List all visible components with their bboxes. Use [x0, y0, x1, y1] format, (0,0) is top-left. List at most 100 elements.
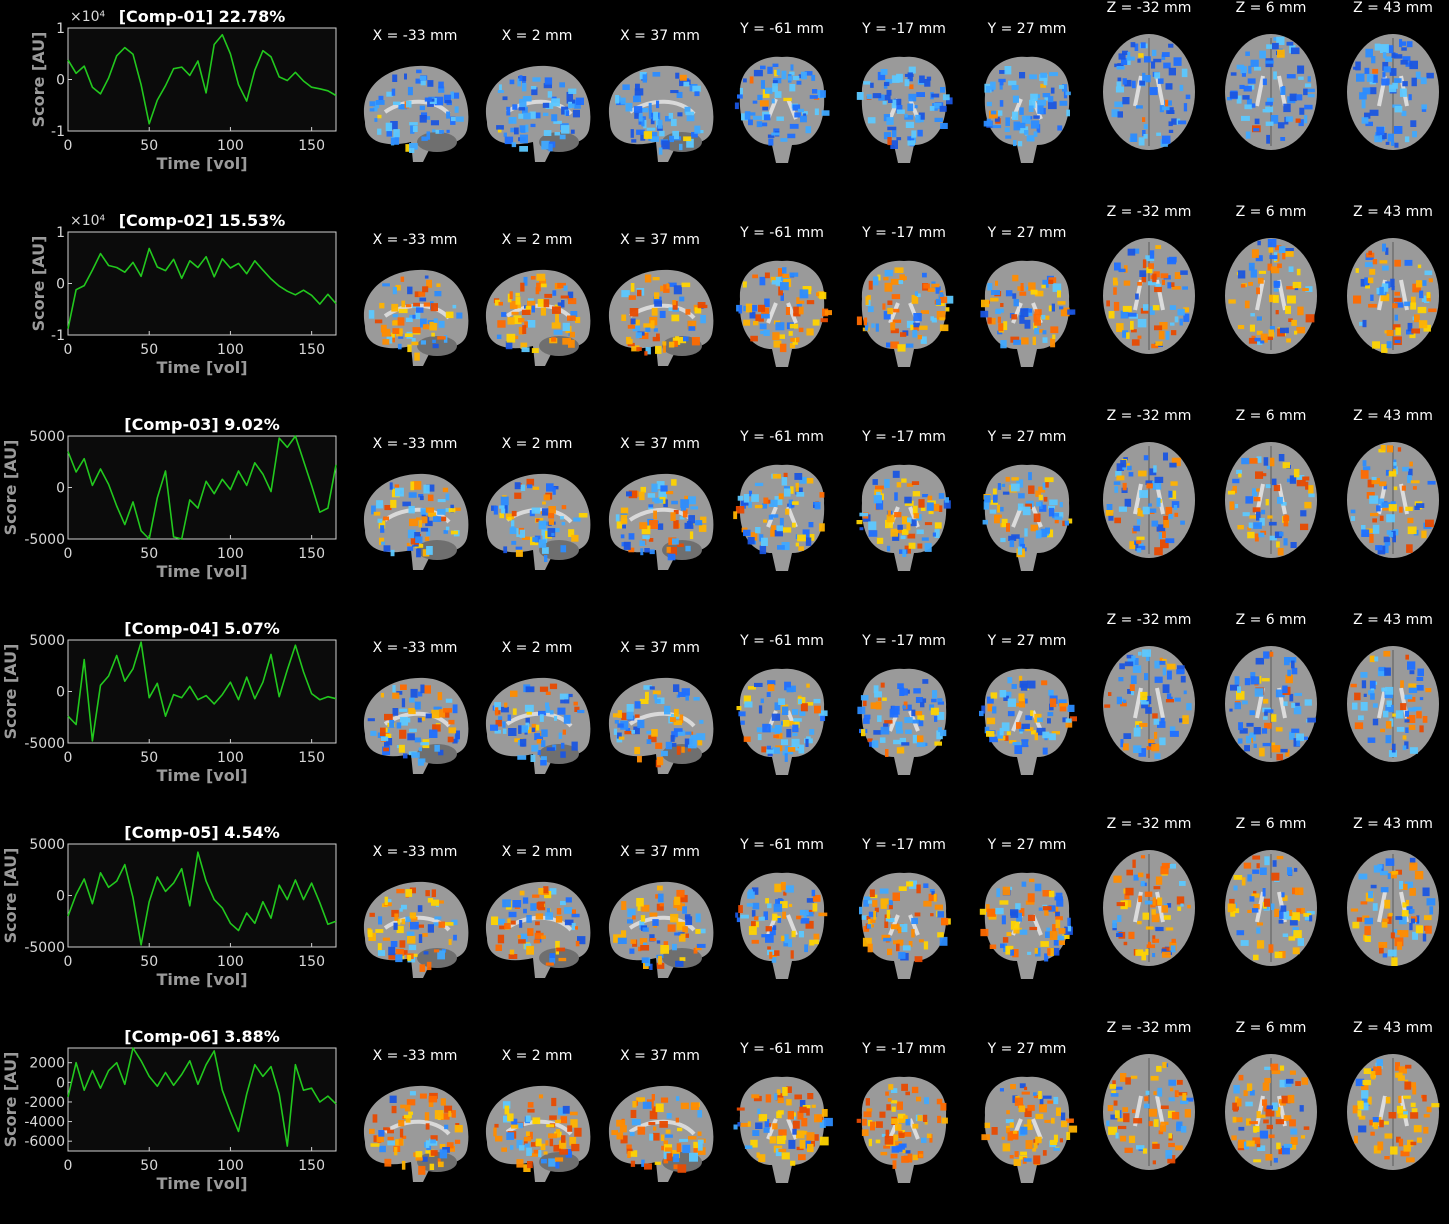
plot-axes-box [67, 639, 337, 744]
slice-coordinate-label: Y = 27 mm [987, 225, 1067, 241]
brain-slice-image [608, 1085, 714, 1182]
slice-coordinate-label: Z = 43 mm [1353, 612, 1433, 628]
component-title: [Comp-03] 9.02% [124, 415, 279, 434]
slice-coordinate-label: Z = -32 mm [1106, 612, 1192, 628]
brain-slice: X = 2 mm [476, 612, 598, 816]
x-tick-label: 0 [64, 1158, 73, 1174]
y-axis-label: Score [AU] [29, 32, 48, 128]
x-tick-label: 100 [217, 546, 244, 562]
brain-slice: X = 37 mm [599, 1020, 721, 1224]
slice-coordinate-label: Z = -32 mm [1106, 204, 1192, 220]
brain-slice: Y = -61 mm [721, 204, 843, 408]
brain-slice-image [734, 56, 830, 163]
brain-slice-image [363, 269, 469, 366]
brain-slice: Y = -61 mm [721, 408, 843, 612]
brain-slice: X = 2 mm [476, 408, 598, 612]
brain-slice: Z = 6 mm [1210, 408, 1332, 612]
brain-slice: Y = -17 mm [843, 816, 965, 1020]
slice-coordinate-label: Z = 43 mm [1353, 408, 1433, 424]
brain-slice-image [608, 473, 714, 570]
y-tick-label: 1 [56, 225, 65, 241]
slice-coordinate-label: Y = 27 mm [987, 429, 1067, 445]
brain-slice: X = 37 mm [599, 408, 721, 612]
x-axis-label: Time [vol] [156, 1174, 247, 1193]
brain-slice-image [1347, 34, 1439, 150]
brain-slice: X = -33 mm [354, 612, 476, 816]
slice-coordinate-label: Y = 27 mm [987, 21, 1067, 37]
slice-coordinate-label: Y = -17 mm [862, 21, 946, 37]
brain-slice-image [735, 872, 828, 979]
slice-coordinate-label: Y = -17 mm [862, 633, 946, 649]
brain-slice: Y = -17 mm [843, 408, 965, 612]
x-axis-label: Time [vol] [156, 970, 247, 989]
slice-coordinate-label: X = 37 mm [620, 1048, 700, 1064]
slice-coordinate-label: X = 2 mm [501, 844, 573, 860]
brain-slice: Z = 43 mm [1332, 408, 1449, 612]
plot-axes-box [67, 843, 337, 948]
brain-slice: Y = -17 mm [843, 1020, 965, 1224]
x-tick-label: 50 [140, 546, 158, 562]
brain-slice-image [1225, 238, 1317, 354]
y-tick-label: -6000 [24, 1134, 65, 1150]
x-tick-label: 150 [298, 954, 325, 970]
brain-slice: Y = -17 mm [843, 204, 965, 408]
x-tick-label: 0 [64, 750, 73, 766]
brain-slice-image [979, 872, 1073, 979]
brain-slice-image [363, 65, 469, 162]
slice-coordinate-label: Y = 27 mm [987, 633, 1067, 649]
brain-slice-image [1347, 850, 1439, 966]
y-exponent-label: ×10⁴ [70, 9, 106, 25]
brain-slice-image [608, 65, 714, 162]
y-axis-label: Score [AU] [29, 236, 48, 332]
brain-slice-image [856, 464, 951, 571]
y-tick-label: 0 [56, 481, 65, 497]
brain-slice: X = 37 mm [599, 816, 721, 1020]
brain-slice-image [608, 881, 714, 978]
brain-slice-image [1225, 442, 1317, 558]
x-axis-label: Time [vol] [156, 358, 247, 377]
slice-coordinate-label: X = 37 mm [620, 232, 700, 248]
brain-slice-image [1225, 34, 1317, 150]
brain-slice: Y = -17 mm [843, 612, 965, 816]
brain-slice: Y = 27 mm [966, 612, 1088, 816]
slice-coordinate-label: X = 37 mm [620, 640, 700, 656]
slice-coordinate-label: Z = -32 mm [1106, 1020, 1192, 1036]
brain-slice-image [1347, 442, 1439, 558]
brain-slice-image [1347, 646, 1439, 762]
brain-slice: Z = -32 mm [1088, 1020, 1210, 1224]
slice-coordinate-label: X = 37 mm [620, 436, 700, 452]
brain-slice: Z = 6 mm [1210, 816, 1332, 1020]
brain-slice-image [979, 668, 1077, 775]
brain-slice-image [485, 65, 591, 162]
y-axis-label: Score [AU] [1, 644, 20, 740]
x-tick-label: 100 [217, 342, 244, 358]
x-tick-label: 150 [298, 1158, 325, 1174]
brain-slice: X = 37 mm [599, 612, 721, 816]
x-tick-label: 0 [64, 138, 73, 154]
brain-slice-image [1225, 850, 1317, 966]
slice-coordinate-label: Y = -61 mm [740, 225, 824, 241]
y-tick-label: -5000 [24, 940, 65, 956]
component-title: [Comp-01] 22.78% [119, 7, 286, 26]
brain-slice-image [608, 269, 714, 366]
brain-slice-image [363, 677, 469, 774]
x-axis-label: Time [vol] [156, 154, 247, 173]
brain-slice-image [982, 464, 1073, 571]
slice-coordinate-label: X = -33 mm [372, 1048, 458, 1064]
x-tick-label: 150 [298, 750, 325, 766]
slice-coordinate-label: Z = -32 mm [1106, 0, 1192, 16]
brain-slice: Z = -32 mm [1088, 0, 1210, 204]
brain-slice: Y = 27 mm [966, 408, 1088, 612]
x-tick-label: 50 [140, 1158, 158, 1174]
x-tick-label: 100 [217, 750, 244, 766]
brain-slice: Z = 6 mm [1210, 0, 1332, 204]
brain-slice: Z = -32 mm [1088, 612, 1210, 816]
brain-slice: Z = 43 mm [1332, 1020, 1449, 1224]
brain-slice-image [363, 881, 469, 978]
slice-coordinate-label: X = -33 mm [372, 844, 458, 860]
